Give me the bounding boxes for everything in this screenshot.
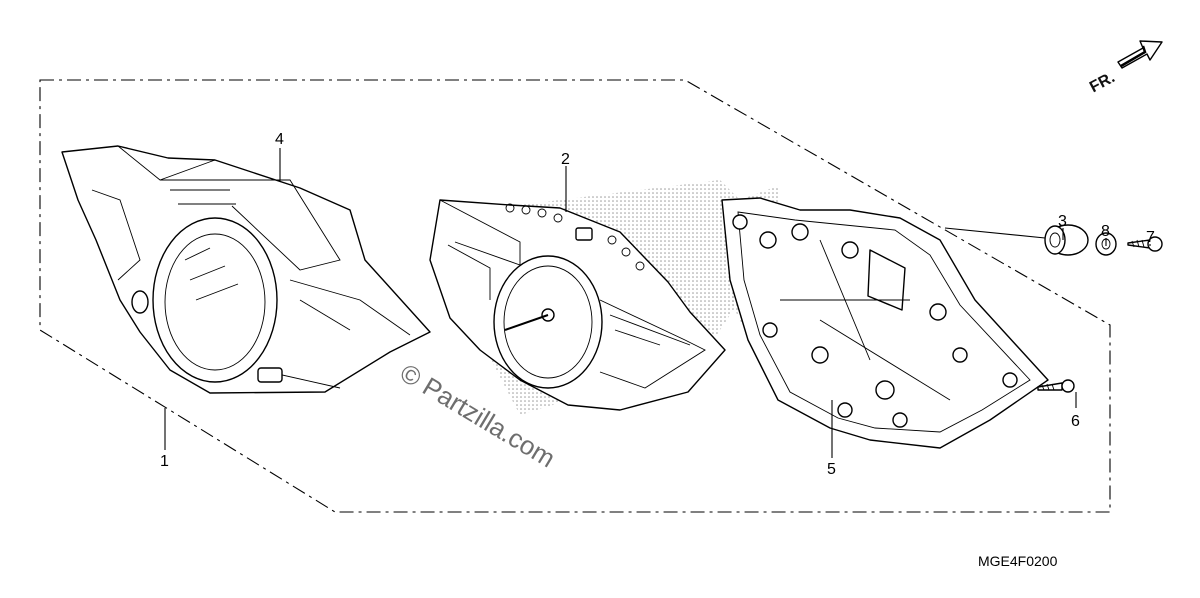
callout-numbers: 1 2 3 4 5 6 7 8 <box>160 131 1155 478</box>
callout-3: 3 <box>1058 213 1067 230</box>
part-5-meter-case <box>721 185 1049 449</box>
callout-7: 7 <box>1146 229 1155 246</box>
front-direction-arrow-icon <box>1117 40 1163 69</box>
callout-1: 1 <box>160 453 169 470</box>
part-3-grommet <box>1044 224 1089 256</box>
part-6-screw <box>1037 379 1075 393</box>
indicator-lamps <box>505 203 645 271</box>
diagram-part-code: MGE4F0200 <box>978 553 1058 569</box>
part-7-screw <box>1127 236 1163 252</box>
part-2-meter-assembly <box>429 180 780 415</box>
callout-5: 5 <box>827 461 836 478</box>
callout-6: 6 <box>1071 413 1080 430</box>
part-4-meter-visor <box>61 145 431 394</box>
leader-lines <box>164 148 1151 458</box>
callout-4: 4 <box>275 131 284 148</box>
callout-8: 8 <box>1101 223 1110 240</box>
front-direction-label: FR. <box>1087 69 1118 96</box>
callout-2: 2 <box>561 151 570 168</box>
screw-bosses <box>732 214 1018 428</box>
